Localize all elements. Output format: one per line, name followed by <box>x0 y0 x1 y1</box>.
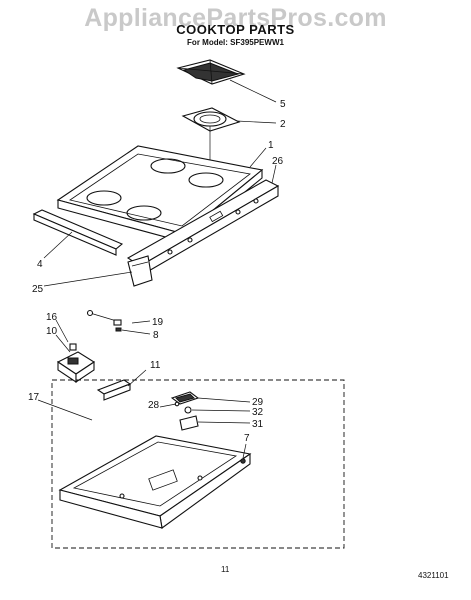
callout-32: 32 <box>252 407 264 418</box>
part-igniter-module[interactable] <box>170 391 200 405</box>
part-valve-assembly[interactable] <box>56 343 96 384</box>
callout-28: 28 <box>148 400 160 411</box>
leader-lines <box>37 79 277 459</box>
part-trim-strip[interactable] <box>32 209 124 256</box>
callout-11: 11 <box>150 360 161 371</box>
part-igniter-bracket[interactable] <box>179 415 199 431</box>
page-number: 11 <box>221 565 230 574</box>
part-igniter-clip[interactable] <box>184 406 192 414</box>
callout-8: 8 <box>153 330 159 341</box>
part-drip-pan[interactable] <box>181 107 241 132</box>
part-grate[interactable] <box>176 59 246 85</box>
callout-17: 17 <box>28 392 40 403</box>
callout-31: 31 <box>252 419 264 430</box>
callout-10: 10 <box>46 326 58 337</box>
callout-16: 16 <box>46 312 58 323</box>
watermark-logo: AppliancePartsPros.com <box>84 4 387 32</box>
part-cooktop-top[interactable] <box>56 145 264 244</box>
callout-19: 19 <box>152 317 164 328</box>
callout-5: 5 <box>280 99 286 110</box>
diagram-title: COOKTOP PARTS <box>176 22 295 37</box>
document-number: 4321101 <box>418 571 449 580</box>
part-end-cap[interactable] <box>127 255 153 287</box>
part-igniter-wire[interactable] <box>86 309 122 332</box>
part-grommet[interactable] <box>240 458 246 464</box>
callout-29: 29 <box>252 397 264 408</box>
callout-2: 2 <box>280 119 286 130</box>
callout-4: 4 <box>37 259 43 270</box>
callout-25: 25 <box>32 284 44 295</box>
callout-7: 7 <box>244 433 250 444</box>
burner-box-frame <box>51 379 345 549</box>
part-control-panel[interactable] <box>126 179 280 277</box>
part-burner-box[interactable] <box>58 435 252 529</box>
part-bracket[interactable] <box>96 379 132 401</box>
callout-26: 26 <box>272 156 284 167</box>
callout-1: 1 <box>268 140 274 151</box>
model-label: For Model: SF395PEWW1 <box>187 38 284 47</box>
